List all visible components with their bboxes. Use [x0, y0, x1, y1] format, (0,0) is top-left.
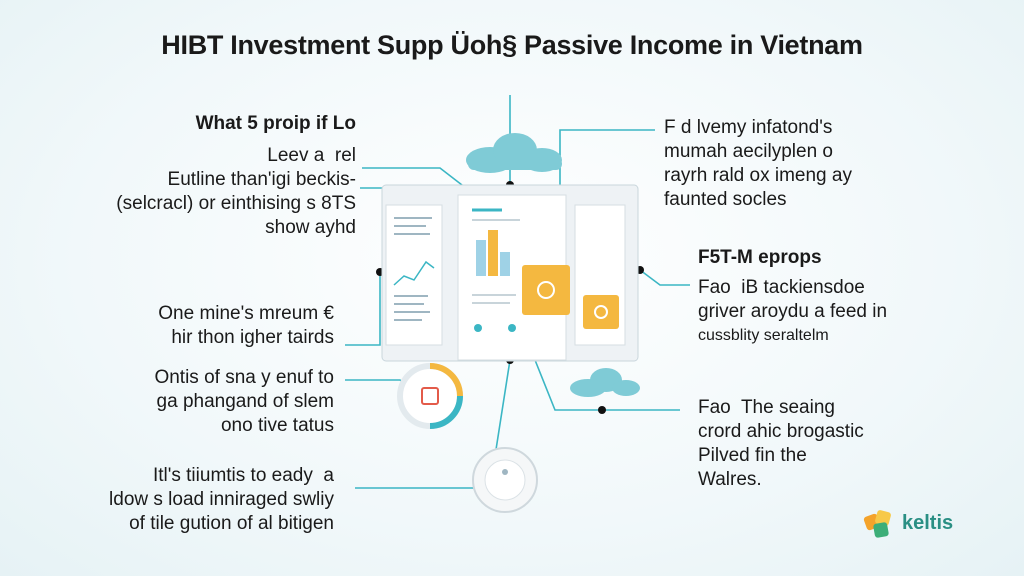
left-block-1-line-3: (selcracl) or einthising s 8TS: [116, 193, 356, 214]
right-block-3-line-3: Pilved fin the: [698, 445, 807, 466]
cloud-icon-small: [570, 368, 640, 397]
left-block-3-line-1: Ontis of sna y enuf to: [154, 367, 334, 388]
left-block-2-line-1: One mine's mreum €: [158, 303, 334, 324]
page-title: HIBT Investment Supp Üoh§ Passive Income…: [161, 30, 863, 60]
left-block-1-heading: What 5 proip if Lo: [195, 113, 356, 134]
right-block-2-line-1: Fao iB tackiensdoe: [698, 277, 865, 298]
right-block-2-heading: F5T-M eprops: [698, 247, 822, 268]
right-block-3-line-2: crord ahic brogastic: [698, 421, 864, 442]
right-block-1: F d lvemy infatond's mumah aecilyplen o …: [664, 116, 852, 212]
left-block-1-line-1: Leev a rel: [267, 145, 356, 166]
right-block-1-line-3: rayrh rald ox imeng ay: [664, 165, 852, 186]
smart-device-icon: [472, 447, 538, 513]
left-block-2-line-2: hir thon igher tairds: [171, 327, 334, 348]
right-block-1-line-2: mumah aecilyplen o: [664, 141, 833, 162]
right-block-3: Fao The seaing crord ahic brogastic Pilv…: [698, 396, 864, 492]
highlight-card-right: [583, 295, 619, 329]
right-block-3-line-1: Fao The seaing: [698, 397, 835, 418]
right-block-2-line-3: cussblity seraltelm: [698, 327, 829, 344]
right-block-1-line-1: F d lvemy infatond's: [664, 117, 833, 138]
brand: keltis: [862, 505, 953, 541]
left-block-1: What 5 proip if Lo: [196, 112, 356, 136]
right-block-1-line-4: faunted socles: [664, 189, 787, 210]
bar-chart-icon: [476, 230, 510, 276]
left-block-1-body: Leev a rel Eutline than'igi beckis- (sel…: [116, 144, 356, 240]
right-block-2-line-2: griver aroydu a feed in: [698, 301, 888, 322]
left-block-4-line-3: of tile gution of al bitigen: [129, 513, 334, 534]
highlight-card-center: [522, 265, 570, 315]
left-block-2: One mine's mreum € hir thon igher tairds: [158, 302, 334, 350]
brand-name: keltis: [902, 511, 954, 534]
left-block-4-line-2: ldow s load inniraged swliy: [109, 489, 334, 510]
brand-logo-icon: [863, 510, 891, 538]
left-block-1-line-2: Eutline than'igi beckis-: [167, 169, 356, 190]
left-block-3-line-3: ono tive tatus: [220, 415, 334, 436]
left-block-4: Itl's tiiumtis to eady a ldow s load inn…: [109, 464, 334, 536]
right-block-3-line-4: Walres.: [698, 469, 762, 490]
left-block-4-line-1: Itl's tiiumtis to eady a: [152, 465, 334, 486]
left-block-1-line-4: show ayhd: [265, 217, 356, 238]
gauge-icon: [397, 363, 463, 429]
left-block-3: Ontis of sna y enuf to ga phangand of sl…: [154, 366, 334, 438]
report-sheet-left: [385, 204, 443, 346]
cloud-icon: [466, 133, 562, 173]
left-block-3-line-2: ga phangand of slem: [156, 391, 334, 412]
right-block-2: F5T-M eprops Fao iB tackiensdoe griver a…: [698, 246, 887, 348]
